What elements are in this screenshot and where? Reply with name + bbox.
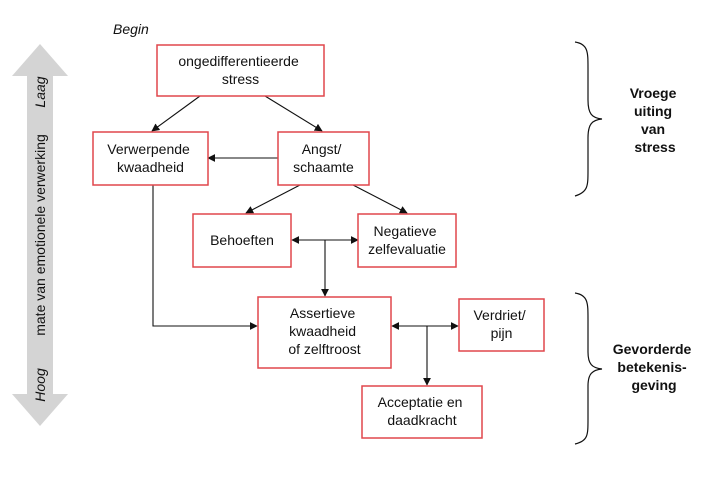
node-angst-line-1: Angst/ [302, 141, 342, 157]
node-behoeften-line-1: Behoeften [210, 232, 274, 248]
node-assertieve-box [257, 296, 392, 369]
phase-late-label: Gevorderde betekenis- geving [613, 341, 695, 393]
node-negatieve-text: Negatieve zelfevaluatie [368, 223, 446, 257]
node-behoeften-text: Behoeften [210, 232, 274, 248]
node-stress: ongedifferentieerde stress [156, 44, 325, 97]
node-assertieve: Assertieve kwaadheid of zelftroost [257, 296, 392, 369]
phase-late-line-3: geving [631, 377, 676, 393]
node-verdriet-line-2: pijn [491, 325, 513, 341]
node-stress-box [156, 44, 325, 97]
node-assertieve-line-2: kwaadheid [289, 323, 356, 339]
node-negatieve-box [357, 213, 457, 268]
node-verdriet-box [458, 298, 545, 352]
node-acceptatie-line-1: Acceptatie en [378, 394, 463, 410]
node-negatieve: Negatieve zelfevaluatie [357, 213, 457, 268]
node-behoeften: Behoeften [192, 213, 292, 268]
node-assertieve-text: Assertieve kwaadheid of zelftroost [288, 305, 360, 357]
node-behoeften-box [192, 213, 292, 268]
scale-high-label: Hoog [32, 368, 48, 402]
node-negatieve-line-2: zelfevaluatie [368, 241, 446, 257]
begin-label: Begin [113, 21, 149, 37]
phase-early-line-2: uiting [634, 103, 672, 119]
edges [151, 95, 459, 386]
node-stress-line-1: ongedifferentieerde [178, 53, 299, 69]
node-verdriet: Verdriet/ pijn [458, 298, 545, 352]
processing-scale-arrow: Laag mate van emotionele verwerking Hoog [12, 44, 68, 426]
phase-early-line-4: stress [634, 139, 675, 155]
edge-stress-angst [264, 95, 323, 132]
scale-arrow-shape [12, 44, 68, 426]
node-assertieve-line-1: Assertieve [290, 305, 356, 321]
node-acceptatie: Acceptatie en daadkracht [361, 385, 483, 439]
node-acceptatie-line-2: daadkracht [387, 412, 456, 428]
scale-axis-label: mate van emotionele verwerking [32, 134, 48, 336]
phase-late-line-2: betekenis- [617, 359, 687, 375]
brace-early-phase [574, 41, 603, 197]
scale-low-label: Laag [32, 76, 48, 107]
phase-early-line-1: Vroege [630, 85, 677, 101]
node-verwerpende-text: Verwerpende kwaadheid [107, 141, 193, 175]
node-assertieve-line-3: of zelftroost [288, 341, 360, 357]
node-stress-line-2: stress [222, 71, 259, 87]
node-acceptatie-text: Acceptatie en daadkracht [378, 394, 467, 428]
node-negatieve-line-1: Negatieve [374, 223, 437, 239]
edge-verwerpende-assertieve [152, 185, 258, 330]
edge-angst-negatieve [352, 184, 408, 214]
node-angst-line-2: schaamte [293, 159, 354, 175]
edge-stress-verwerpende [151, 95, 201, 132]
node-angst-text: Angst/ schaamte [293, 141, 354, 175]
brace-late-phase [574, 292, 603, 445]
phase-early-line-3: van [641, 121, 665, 137]
node-verwerpende-box [92, 131, 209, 186]
node-verwerpende-line-2: kwaadheid [117, 159, 184, 175]
node-angst-box [277, 131, 370, 186]
node-stress-text: ongedifferentieerde stress [178, 53, 302, 87]
node-verwerpende: Verwerpende kwaadheid [92, 131, 209, 186]
node-verwerpende-line-1: Verwerpende [107, 141, 190, 157]
phase-late-line-1: Gevorderde [613, 341, 692, 357]
edge-angst-behoeften [245, 184, 301, 214]
node-angst: Angst/ schaamte [277, 131, 370, 186]
node-verdriet-text: Verdriet/ pijn [473, 307, 529, 341]
node-verdriet-line-1: Verdriet/ [473, 307, 525, 323]
phase-early-label: Vroege uiting van stress [630, 85, 681, 155]
node-acceptatie-box [361, 385, 483, 439]
